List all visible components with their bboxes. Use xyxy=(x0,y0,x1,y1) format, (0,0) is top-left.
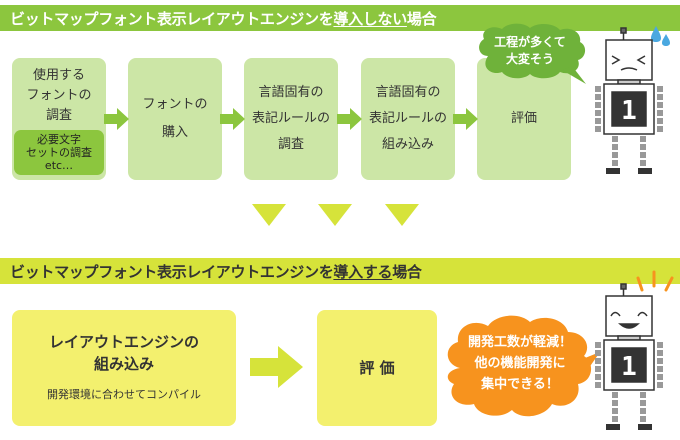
worried-robot-icon: 1 xyxy=(595,27,663,174)
bubble-line: 開発工数が軽減！ xyxy=(467,335,572,350)
step-font-survey: 使用する フォントの 調査 必要文字 セットの調査 etc… xyxy=(12,58,106,180)
step-rule-integration: 言語固有の 表記ルールの 組み込み xyxy=(361,58,455,180)
arrow-right-icon xyxy=(337,108,362,130)
title-emphasis: 導入する xyxy=(333,263,393,281)
step-label: フォントの xyxy=(26,88,92,103)
step-label: 表記ルールの xyxy=(368,111,447,126)
sub-note-line: etc… xyxy=(44,159,74,172)
step-label: 言語固有の xyxy=(375,85,441,100)
sub-note-line: 必要文字 xyxy=(37,133,81,146)
worried-bubble-text: 工程が多くて 大変そう xyxy=(480,34,580,68)
down-arrow-icon xyxy=(252,204,286,226)
step-label: 調査 xyxy=(277,137,304,152)
step-label: 購入 xyxy=(161,125,188,140)
banner-without-engine: ビットマップフォント表示レイアウトエンジンを導入しない場合 xyxy=(0,5,680,31)
happy-speech-bubble xyxy=(447,315,600,417)
title-suffix: 場合 xyxy=(392,263,422,281)
down-arrow-icon xyxy=(318,204,352,226)
step-engine-integration: レイアウトエンジンの 組み込み 開発環境に合わせてコンパイル xyxy=(12,310,236,426)
robot-badge-text: 1 xyxy=(621,96,637,126)
step-label: レイアウトエンジンの xyxy=(48,333,199,351)
bubble-line: 他の機能開発に xyxy=(474,356,566,371)
title-prefix: ビットマップフォント表示レイアウトエンジンを xyxy=(10,263,334,281)
banner-title: ビットマップフォント表示レイアウトエンジンを導入しない場合 xyxy=(10,8,437,29)
bubble-line: 大変そう xyxy=(505,52,554,66)
step-rule-survey: 言語固有の 表記ルールの 調査 xyxy=(244,58,338,180)
title-suffix: 場合 xyxy=(406,10,437,28)
title-prefix: ビットマップフォント表示レイアウトエンジンを xyxy=(10,10,334,28)
step-label: 言語固有の xyxy=(258,85,324,100)
happy-bubble-text: 開発工数が軽減！ 他の機能開発に 集中できる！ xyxy=(452,332,588,395)
step-label: 調査 xyxy=(45,108,72,123)
worried-speech-bubble xyxy=(479,23,586,84)
step-label: 評価 xyxy=(510,111,537,126)
step-evaluation: 評価 xyxy=(477,58,571,180)
arrow-right-icon xyxy=(220,108,245,130)
sub-note-line: セットの調査 xyxy=(26,146,92,159)
down-arrow-icon xyxy=(385,204,419,226)
happy-robot-icon: 1 xyxy=(595,283,663,430)
banner-with-engine: ビットマップフォント表示レイアウトエンジンを導入する場合 xyxy=(0,258,680,284)
step-label: フォントの xyxy=(142,97,208,112)
robot-badge-text: 1 xyxy=(621,352,637,382)
arrow-right-icon xyxy=(104,108,129,130)
bubble-line: 工程が多くて xyxy=(494,35,566,49)
banner-title: ビットマップフォント表示レイアウトエンジンを導入する場合 xyxy=(10,261,422,282)
sparkle-icon xyxy=(636,270,674,292)
step-label: 組み込み xyxy=(93,355,154,373)
step-label: 表記ルールの xyxy=(251,111,330,126)
step-label: 評 価 xyxy=(359,359,395,377)
sub-note: 必要文字 セットの調査 etc… xyxy=(14,130,104,175)
step-label: 組み込み xyxy=(381,137,434,152)
title-emphasis: 導入しない xyxy=(333,10,407,28)
sweat-drops-icon xyxy=(651,26,670,46)
step-label: 使用する xyxy=(32,68,85,83)
arrow-right-icon xyxy=(453,108,478,130)
arrow-right-icon xyxy=(250,346,303,388)
bubble-line: 集中できる！ xyxy=(481,377,559,392)
step-font-purchase: フォントの 購入 xyxy=(128,58,222,180)
step-evaluation-final: 評 価 xyxy=(317,310,437,426)
step-note: 開発環境に合わせてコンパイル xyxy=(47,388,201,401)
